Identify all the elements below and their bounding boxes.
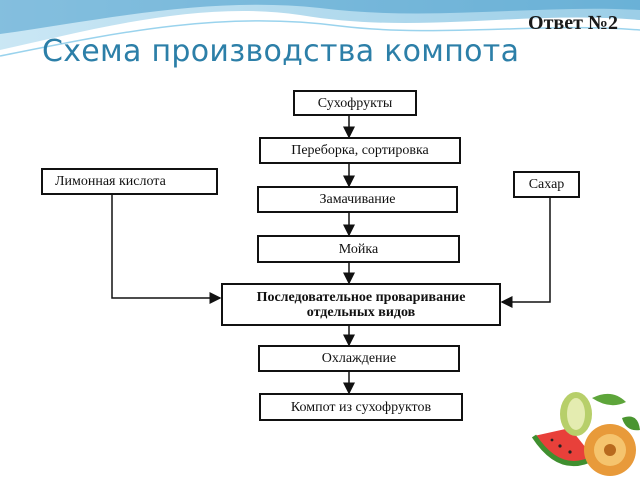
header-wave-decoration (0, 0, 640, 57)
fruit-illustration (531, 392, 640, 476)
input-sugar: Сахар (513, 171, 580, 198)
step-dried-fruits: Сухофрукты (293, 90, 417, 116)
step-sorting: Переборка, сортировка (259, 137, 461, 164)
answer-label: Ответ №2 (528, 12, 618, 34)
step-cooling: Охлаждение (258, 345, 460, 372)
slide-title: Схема производства компота (42, 34, 520, 69)
input-citric-acid: Лимонная кислота (41, 168, 218, 195)
step-final-compote: Компот из сухофруктов (259, 393, 463, 421)
step-washing: Мойка (257, 235, 460, 263)
step-boiling: Последовательное проваривание отдельных … (221, 283, 501, 326)
step-soaking: Замачивание (257, 186, 458, 213)
